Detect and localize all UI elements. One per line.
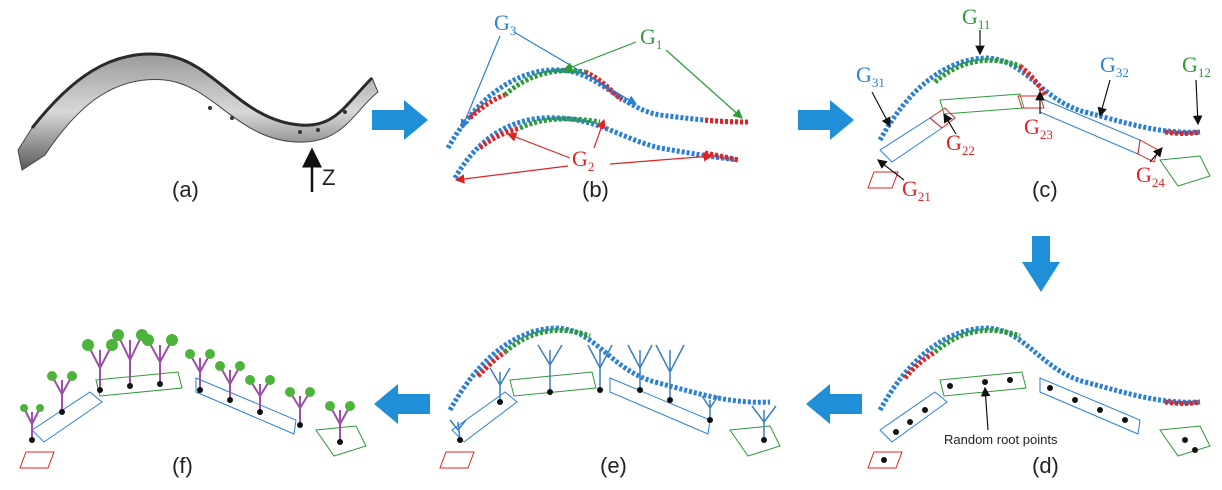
panel-c-label: (c) (1032, 177, 1058, 202)
label-g32: G32 (1100, 52, 1129, 80)
panel-d-label: (d) (1032, 453, 1059, 478)
arrow-g2-a (508, 134, 570, 158)
arrow-g21 (878, 160, 904, 180)
f-grid (20, 372, 366, 468)
cloud-upper-tail (705, 120, 750, 122)
label-g1: G1 (640, 24, 662, 52)
f-root-points (29, 381, 343, 445)
arrow-e-to-f (374, 384, 430, 424)
z-axis-label: Z (322, 165, 335, 190)
label-g2: G2 (572, 146, 594, 174)
c-curve-red (1020, 66, 1046, 96)
label-g23: G23 (1024, 114, 1053, 142)
arrow-g1-left (564, 42, 636, 70)
arrow-g3-right (514, 32, 636, 104)
strip-shape (18, 54, 378, 170)
arrow-root-points (985, 388, 988, 430)
label-g21: G21 (902, 176, 931, 204)
panel-e-label: (e) (600, 453, 627, 478)
panel-f-label: (f) (172, 453, 193, 478)
arrow-g2-c (456, 166, 568, 180)
panel-d: Random root points (d) (868, 328, 1210, 478)
panel-b: G3 G1 G2 (b) (448, 10, 750, 202)
label-g3: G3 (494, 10, 516, 38)
arrow-g31 (872, 92, 890, 126)
label-g31: G31 (856, 62, 885, 90)
e-curve (450, 328, 770, 410)
label-g24: G24 (1136, 162, 1165, 190)
arrow-g3-left (462, 36, 500, 128)
arrow-c-to-d (1022, 236, 1060, 292)
label-g22: G22 (946, 130, 975, 158)
cloud-lower (455, 118, 738, 178)
arrow-g32 (1100, 80, 1110, 116)
d-curve (880, 328, 1200, 410)
label-g12: G12 (1182, 52, 1211, 80)
panel-f: (f) (20, 329, 366, 478)
label-g11: G11 (962, 4, 990, 32)
panel-c: G11 G12 G31 G32 G22 G23 G21 G24 (c) (856, 4, 1211, 204)
cloud-upper-red2 (470, 95, 505, 118)
arrow-b-to-c (798, 100, 854, 140)
random-root-points-label: Random root points (944, 432, 1058, 447)
arrow-g1-right (666, 50, 742, 118)
panel-a: Z (a) (18, 54, 378, 202)
arrow-a-to-b (372, 100, 428, 140)
e-root-points (457, 387, 767, 443)
arrow-g12 (1196, 80, 1198, 124)
panel-a-label: (a) (172, 177, 199, 202)
panel-e: (e) (440, 328, 780, 478)
arrow-g2-d (610, 156, 712, 164)
panel-b-label: (b) (582, 177, 609, 202)
arrow-d-to-e (806, 384, 862, 424)
